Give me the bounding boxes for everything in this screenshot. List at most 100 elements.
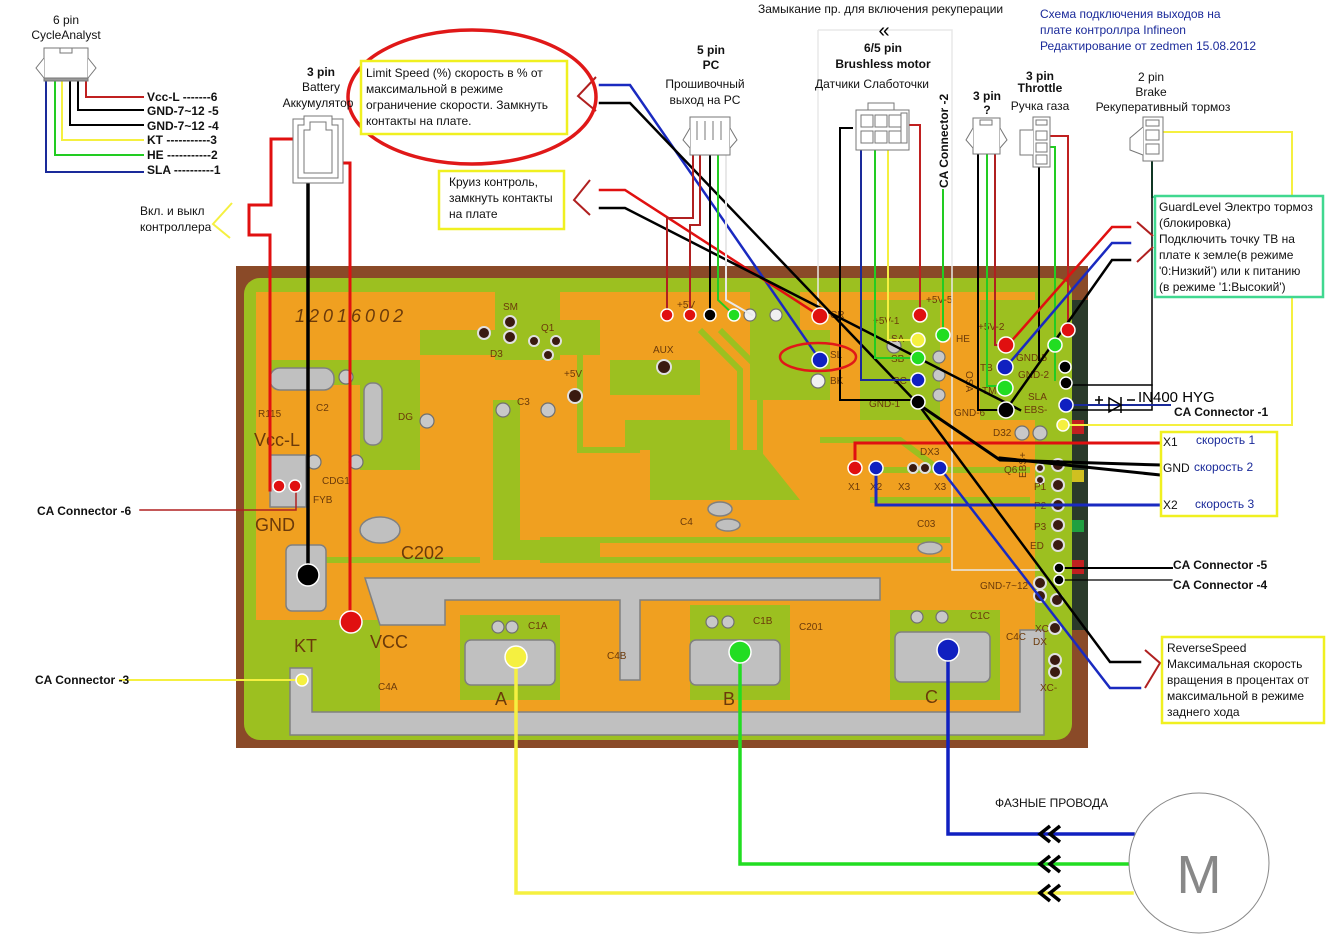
pcb-label-xc-minus: XC- xyxy=(1040,683,1057,694)
wire-motor-sc xyxy=(860,149,919,381)
pcb-label-vcc-l: Vcc-L xyxy=(254,430,300,450)
pad-sc xyxy=(910,372,926,388)
pcb-label-xc: XC xyxy=(1035,624,1049,635)
pcb-label-aux: AUX xyxy=(653,345,674,356)
wire-pc-2 xyxy=(689,154,701,316)
pcb-label-pc-5v: +5V xyxy=(677,300,695,311)
wire-guard-red xyxy=(1006,225,1132,347)
bracket-cruise xyxy=(572,179,591,216)
pcb-label-phase-a: A xyxy=(495,689,507,709)
pc-label-4: выход на PC xyxy=(670,93,741,107)
pad-pc-1 xyxy=(660,308,674,322)
brake-label-3: Рекуперативный тормоз xyxy=(1096,100,1231,114)
on-off-label-2: контроллера xyxy=(140,220,212,234)
pad-kt xyxy=(295,673,309,687)
trace-area xyxy=(270,330,520,385)
bus-bars xyxy=(269,367,1045,736)
pad-gnd-1 xyxy=(910,394,926,410)
pcb-label-cdg1: CDG1 xyxy=(322,476,350,487)
cycle-analyst-connector-icon xyxy=(35,47,97,82)
wire-motor-sb xyxy=(874,149,919,359)
chevron-phase-c xyxy=(1037,824,1062,844)
bracket-reverse xyxy=(1144,649,1162,689)
sl-highlight-ellipse xyxy=(778,341,858,373)
guard-level-line-5: '0:Низкий') или к питанию xyxy=(1159,264,1300,278)
motor-symbol: M xyxy=(1177,845,1222,905)
pcb-label-plus5v: +5V xyxy=(564,369,582,380)
pcb-label-ebs-minus: EBS- xyxy=(1024,405,1047,416)
pcb-label-c2: C2 xyxy=(316,403,329,414)
pcb-label-sb: SB xyxy=(891,354,905,365)
pcb-label-dx: DX xyxy=(1033,637,1047,648)
throttle-label-2: Throttle xyxy=(1018,81,1063,95)
brake-label-2: Brake xyxy=(1135,85,1167,99)
pcb-label-osa: OSA xyxy=(963,371,974,392)
pad-switch xyxy=(288,479,302,493)
pad-ebs-minus xyxy=(1056,418,1070,432)
ca-title-1: 6 pin xyxy=(53,13,79,27)
limit-speed-line-3: ограничение скорости. Замкнуть xyxy=(366,98,548,112)
pcb-label-5v-5: +5V-5 xyxy=(926,295,953,306)
wire-battery-switch xyxy=(247,137,305,492)
pcb-label-p3: P3 xyxy=(1034,522,1047,533)
ca-pin-3: KT -----------3 xyxy=(147,133,217,147)
pcb-label-c1c: C1C xyxy=(970,611,990,622)
pcb-label-c03: C03 xyxy=(917,519,936,530)
brake-connector-icon xyxy=(1129,116,1164,162)
bracket-guard-top xyxy=(1136,221,1154,237)
pad-sb xyxy=(910,350,926,366)
wire-motor-sa xyxy=(887,149,919,341)
pcb-label-sc: SC xyxy=(893,376,907,387)
pc-label-2: PC xyxy=(703,58,720,72)
pcb-label-x1: X1 xyxy=(848,482,861,493)
speed-1-label: скорость 1 xyxy=(1196,433,1255,447)
pcb-label-tm: TM xyxy=(982,386,996,397)
unknown-connector-icon xyxy=(965,117,1008,155)
wire-reverse-black xyxy=(916,402,1142,664)
pcb-label-kt: KT xyxy=(294,636,317,656)
wire-phase-b xyxy=(738,650,1132,866)
battery-label-2: Battery xyxy=(302,80,340,94)
ca-pin-5: GND-7~12 -5 xyxy=(147,104,219,118)
pc-connector-icon xyxy=(682,116,738,156)
reverse-speed-line-1: ReverseSpeed xyxy=(1167,641,1246,655)
throttle-connector-icon xyxy=(1019,116,1051,168)
speed-2-pin: GND xyxy=(1163,461,1190,475)
pcb-label-c3: C3 xyxy=(517,397,530,408)
wire-ca-sla xyxy=(45,79,144,173)
ca-title-2: CycleAnalyst xyxy=(31,28,101,42)
reverse-speed-line-2: Максимальная скорость xyxy=(1167,657,1302,671)
wire-pc-5 xyxy=(725,154,754,317)
pcb-label-5v-1: +5V-1 xyxy=(873,316,900,327)
regen-label: Замыкание пр. для включения рекуперации xyxy=(758,2,1003,16)
pcb-label-x3: X3 xyxy=(898,482,911,493)
motor-icon xyxy=(1128,792,1270,934)
wire-brake-black xyxy=(1064,154,1153,411)
pcb-label-c202: C202 xyxy=(401,543,444,563)
wire-speed-gnd-2 xyxy=(998,456,1162,477)
wire-pc-1 xyxy=(666,154,694,316)
wire-ca-kt xyxy=(61,79,144,141)
pad-phase-b xyxy=(728,640,752,664)
reverse-speed-note xyxy=(1160,635,1326,725)
throttle-label-3: Ручка газа xyxy=(1011,99,1070,113)
wire-limit-speed-blue xyxy=(598,83,822,362)
wire-phase-a xyxy=(514,655,1134,895)
phase-wires-label: ФАЗНЫЕ ПРОВОДА xyxy=(995,796,1108,810)
pcb-label-c4b: C4B xyxy=(607,651,627,662)
battery-connector-icon xyxy=(292,115,344,184)
pad-gnd-6 xyxy=(997,401,1015,419)
cruise-line-3: на плате xyxy=(449,207,498,221)
pad-gnd-5 xyxy=(1058,360,1072,374)
wire-motor-5v xyxy=(907,124,921,316)
pad-x3 xyxy=(932,460,948,476)
pcb-traces xyxy=(300,327,1030,563)
pcb-label-sl: SL xyxy=(830,350,843,361)
guard-level-line-4: плате к земле(в режиме xyxy=(1159,248,1294,262)
pad-sf xyxy=(1047,337,1063,353)
limit-speed-line-4: контакты на плате. xyxy=(366,114,471,128)
pcb-pads xyxy=(306,308,1048,634)
pad-pc-3 xyxy=(703,308,717,322)
battery-label-1: 3 pin xyxy=(307,65,335,79)
pcb-label-gnd-1: GND-1 xyxy=(869,399,901,410)
